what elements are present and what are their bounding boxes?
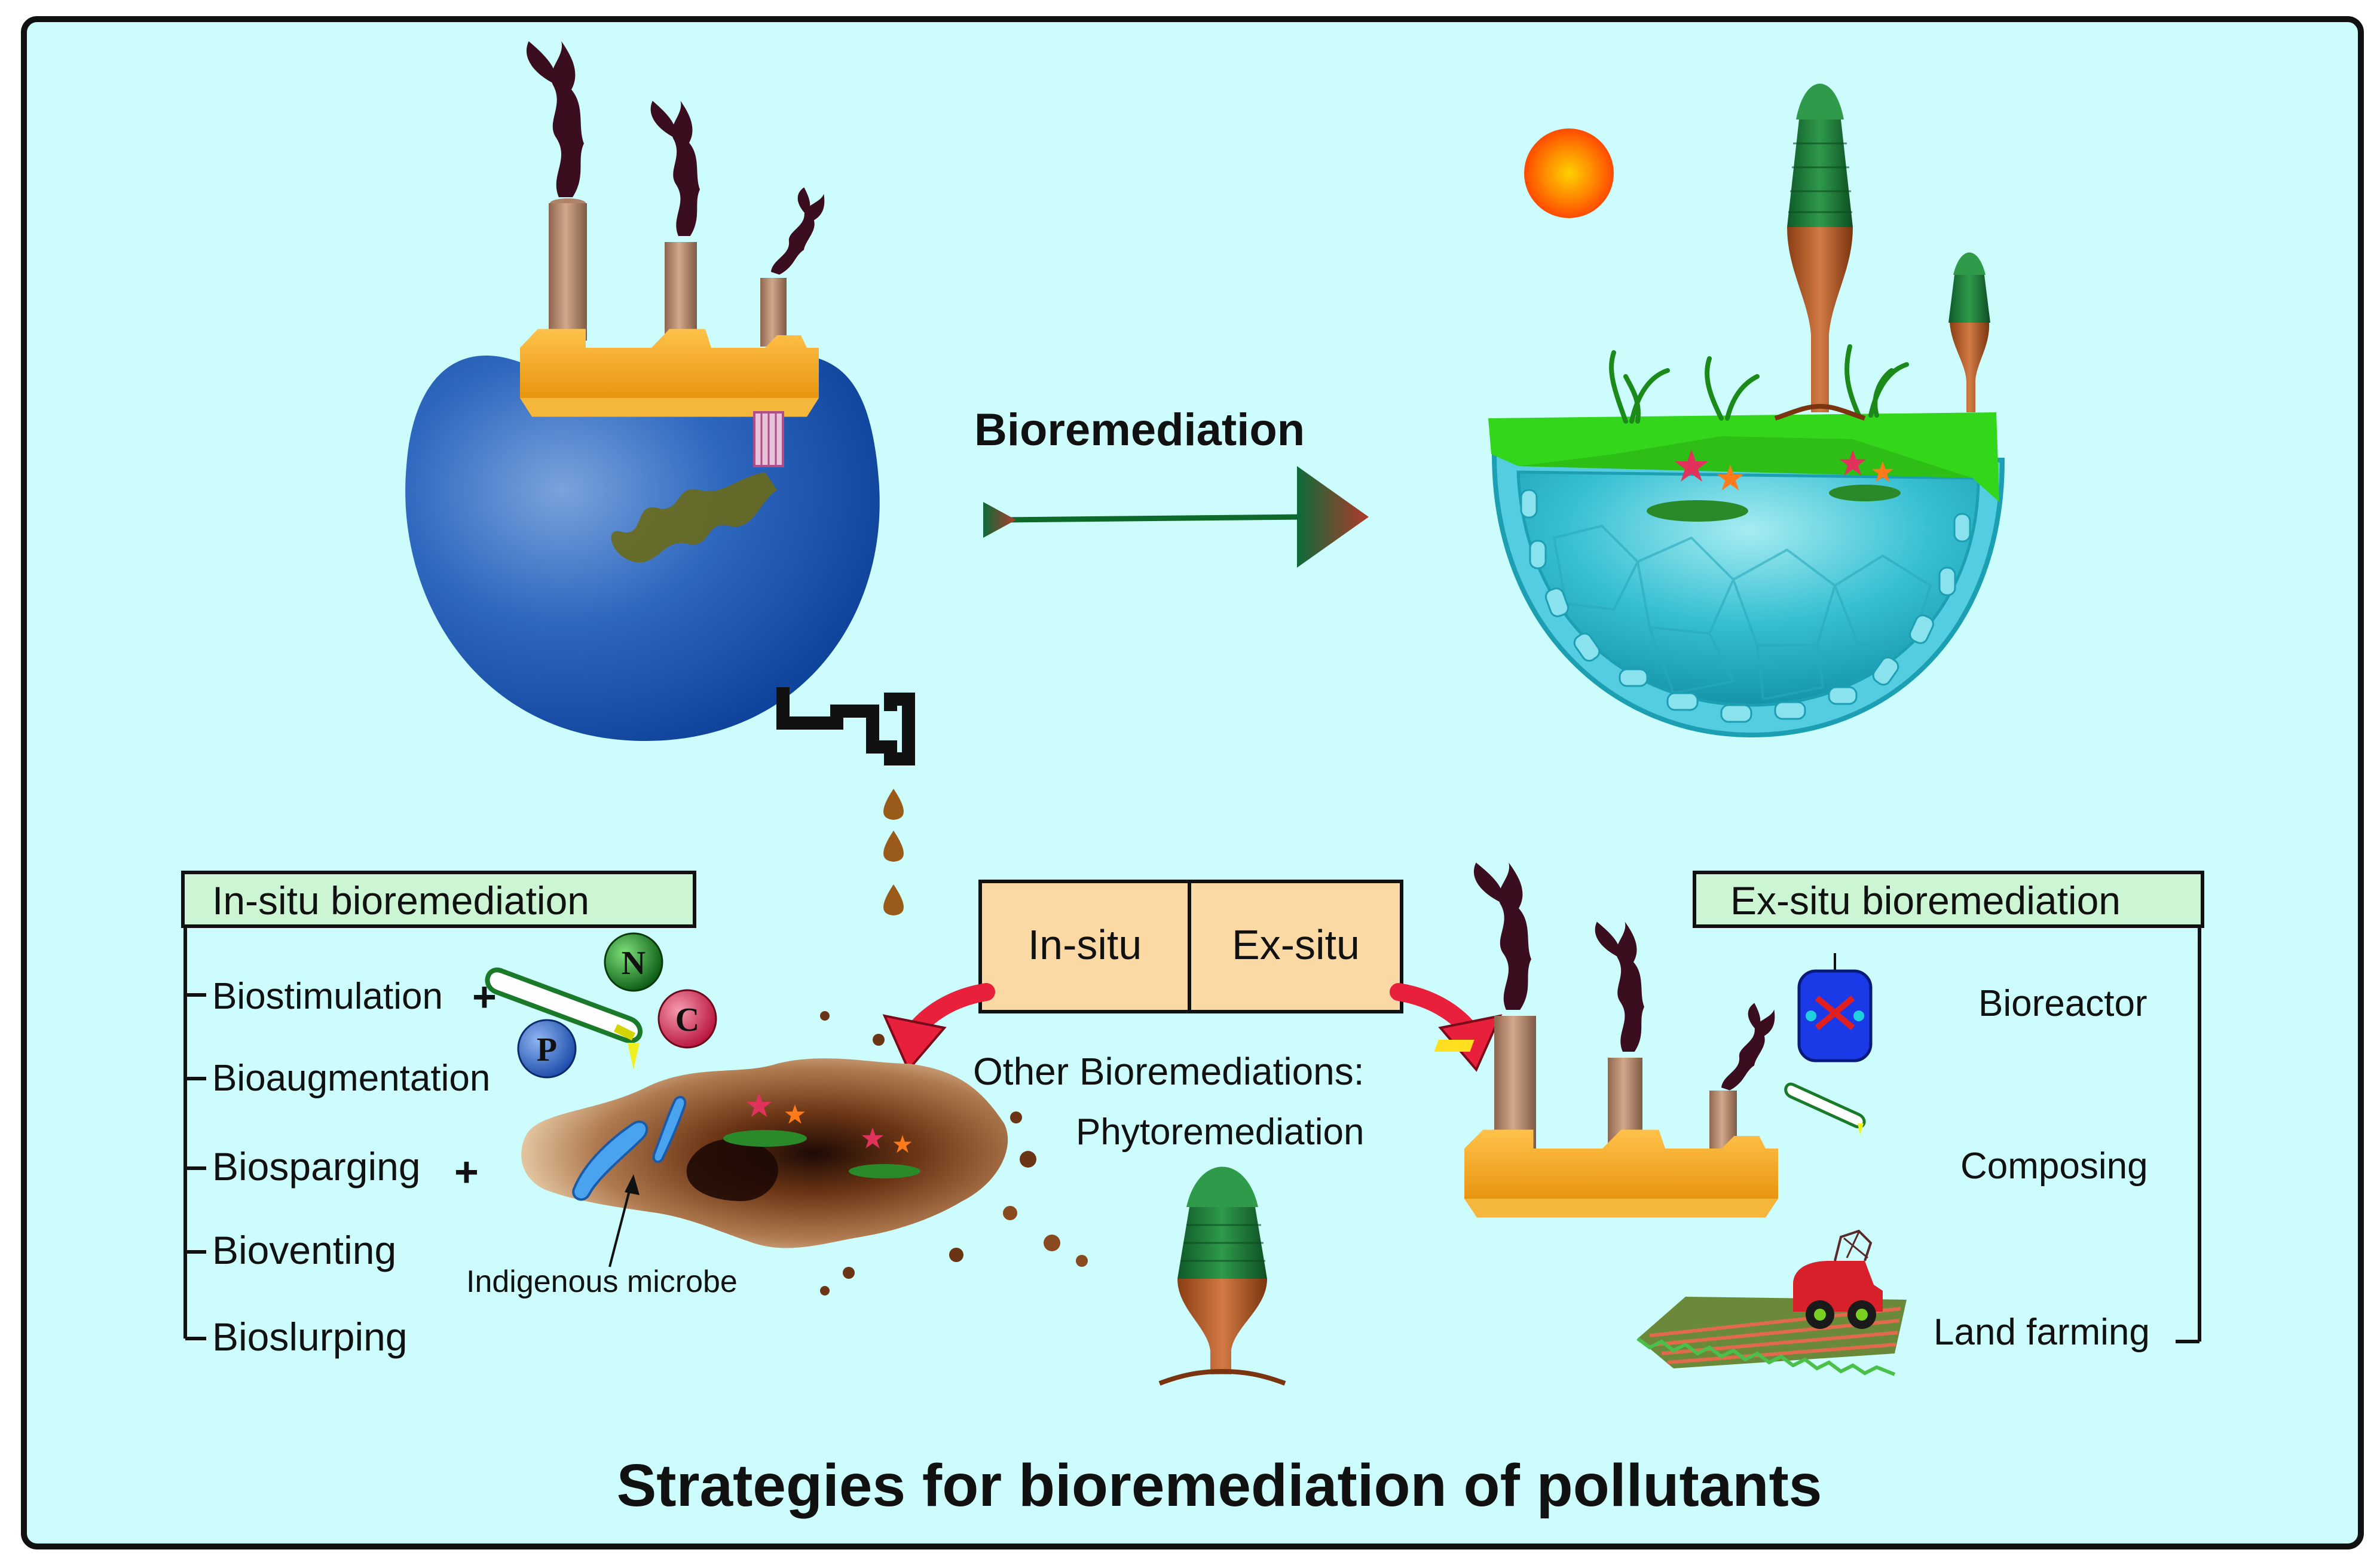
split-box: In-situ Ex-situ	[978, 880, 1403, 1013]
insitu-heading: In-situ bioremediation	[212, 878, 589, 923]
exsitu-heading: Ex-situ bioremediation	[1730, 878, 2121, 923]
svg-text:N: N	[622, 945, 646, 982]
other-heading: Other Bioremediations:	[973, 1050, 1365, 1093]
insitu-panel: In-situ bioremediation Biostimulation Bi…	[181, 871, 696, 1359]
phytoremediation-tree-icon	[1158, 1166, 1286, 1386]
insitu-item-biosparging: Biosparging	[212, 1144, 421, 1189]
bioreactor-icon	[1434, 953, 1873, 1062]
split-box-exsitu: Ex-situ	[1232, 921, 1360, 968]
microbe-icon	[652, 1095, 687, 1163]
exsitu-factory-illustration	[1464, 862, 1788, 1218]
exsitu-item-bioreactor: Bioreactor	[1978, 983, 2147, 1024]
bioremediation-arrow-label: Bioremediation	[974, 405, 1305, 455]
polluted-earth-illustration	[405, 41, 915, 915]
other-item: Phytoremediation	[1076, 1111, 1365, 1153]
insitu-item-bioaugmentation: Bioaugmentation	[212, 1058, 490, 1099]
sun-icon	[1524, 128, 1614, 218]
tree-icon	[1774, 84, 1866, 421]
split-box-insitu: In-situ	[1028, 921, 1142, 968]
compost-tube-icon	[1784, 1082, 1866, 1135]
microbe-label: Indigenous microbe	[466, 1264, 738, 1299]
insitu-item-bioventing: Bioventing	[212, 1228, 396, 1272]
tree-icon	[1948, 252, 1990, 412]
nutrient-tube-icon	[485, 967, 643, 1070]
exsitu-item-land-farming: Land farming	[1934, 1312, 2150, 1353]
curve-arrow-left	[882, 983, 995, 1072]
nutrient-p-ball: P	[517, 1019, 577, 1079]
plus-sign: +	[454, 1149, 479, 1195]
svg-text:C: C	[675, 1002, 699, 1039]
nutrient-n-ball: N	[604, 932, 663, 992]
svg-text:P: P	[537, 1031, 557, 1068]
clean-earth-illustration	[1488, 84, 2005, 738]
microbe-icon	[572, 1120, 648, 1201]
bioremediation-arrow	[983, 466, 1369, 568]
exsitu-item-composing: Composing	[1960, 1146, 2148, 1187]
oil-spill-illustration	[521, 1011, 1088, 1296]
nutrient-c-ball: C	[657, 989, 717, 1049]
footer-title: Strategies for bioremediation of polluta…	[617, 1452, 1822, 1519]
microbe-pointer	[608, 1186, 632, 1267]
insitu-item-bioslurping: Bioslurping	[212, 1315, 408, 1359]
exsitu-panel: Ex-situ bioremediation Bioreactor Compos…	[1693, 871, 2204, 1353]
insitu-item-biostimulation: Biostimulation	[212, 976, 443, 1017]
land-farming-icon	[1636, 1229, 1907, 1376]
